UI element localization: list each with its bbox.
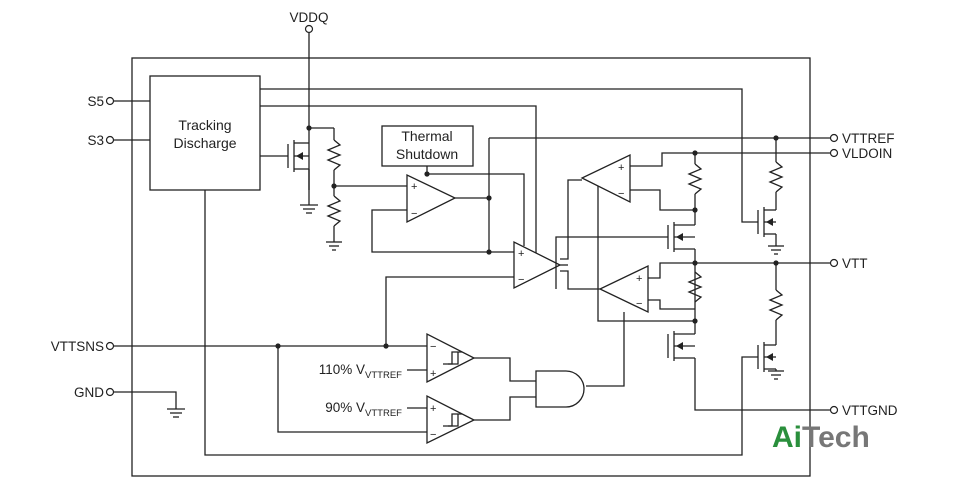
- svg-text:−: −: [636, 298, 642, 310]
- vttgnd-label: VTTGND: [842, 403, 898, 418]
- svg-text:+: +: [636, 273, 642, 285]
- pin-vttsns: [105, 341, 115, 351]
- discharge-network: [757, 138, 784, 380]
- pin-vddq: [304, 24, 314, 34]
- discharge-transistor: [260, 140, 318, 214]
- s5-label: S5: [87, 94, 104, 109]
- discharge-label: Discharge: [173, 135, 236, 151]
- vldoin-label: VLDOIN: [842, 146, 892, 161]
- pin-s3: [105, 135, 115, 145]
- svg-text:+: +: [518, 248, 524, 260]
- pin-vldoin: [829, 148, 839, 158]
- power-stage: [667, 150, 830, 411]
- vttsns-net: [113, 343, 427, 433]
- lower-driver-amp: + −: [586, 262, 695, 387]
- tracking-control-lines: [204, 88, 758, 456]
- svg-text:−: −: [618, 188, 624, 200]
- overvoltage-comparator: − +: [426, 332, 536, 384]
- vddq-net: [306, 33, 407, 242]
- thermal-label: Thermal: [401, 128, 452, 144]
- svg-text:−: −: [430, 341, 436, 353]
- watermark-logo: AiTech: [772, 421, 870, 454]
- svg-text:+: +: [618, 162, 624, 174]
- upper-driver-amp: + −: [555, 152, 695, 322]
- svg-text:−: −: [411, 208, 417, 220]
- svg-text:+: +: [411, 181, 417, 193]
- chip-boundary: [131, 57, 811, 477]
- tracking-label: Tracking: [178, 117, 231, 133]
- vtt-label: VTT: [842, 256, 868, 271]
- svg-text:+: +: [430, 368, 436, 380]
- shutdown-label: Shutdown: [396, 146, 458, 162]
- s3-label: S3: [87, 133, 104, 148]
- vddq-label: VDDQ: [289, 10, 328, 25]
- pin-vttgnd: [829, 405, 839, 415]
- thermal-shutdown-block: [381, 125, 474, 167]
- upper-threshold-label: 110% VVTTREF: [319, 362, 402, 381]
- pin-vttref: [829, 133, 839, 143]
- reference-buffer-amp: + −: [371, 138, 514, 255]
- pin-s5: [105, 96, 115, 106]
- and-gate: [535, 370, 585, 408]
- pin-gnd: [105, 387, 115, 397]
- gnd-net: [113, 391, 185, 418]
- vttref-label: VTTREF: [842, 131, 895, 146]
- svg-text:−: −: [430, 429, 436, 441]
- svg-text:+: +: [430, 403, 436, 415]
- ground-icon: [326, 241, 342, 251]
- tracking-discharge-block: [149, 75, 261, 191]
- lower-threshold-label: 90% VVTTREF: [325, 400, 402, 419]
- pin-vtt: [829, 258, 839, 268]
- svg-text:−: −: [518, 274, 524, 286]
- vttsns-label: VTTSNS: [51, 339, 104, 354]
- undervoltage-comparator: + −: [426, 394, 536, 445]
- main-error-amp: + −: [385, 179, 600, 346]
- gnd-label: GND: [74, 385, 104, 400]
